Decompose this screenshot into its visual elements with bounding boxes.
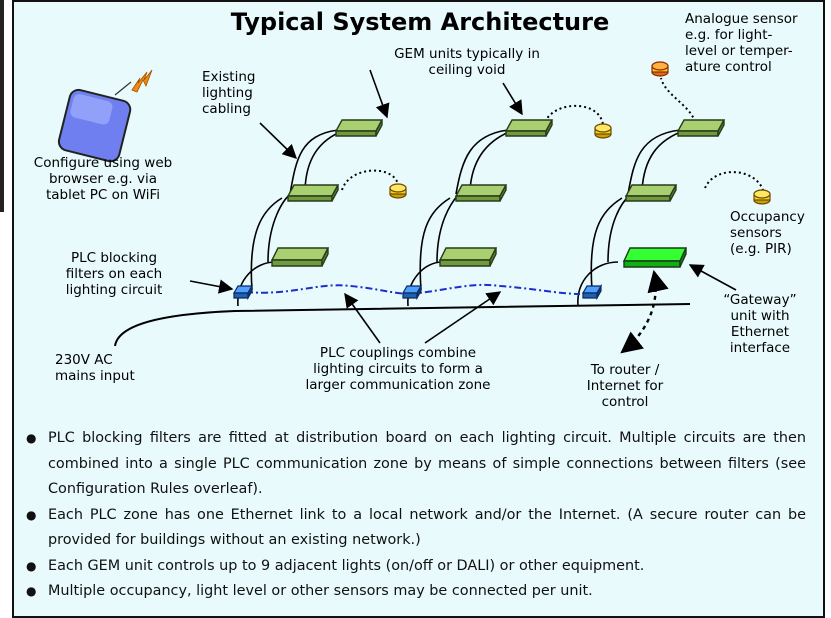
lighting-cabling: [237, 129, 687, 307]
label-gateway: “Gateway” unit with Ethernet interface: [723, 292, 797, 356]
router-link: [620, 269, 669, 354]
label-router: To router / Internet for control: [586, 362, 664, 410]
label-gem-units: GEM units typically in ceiling void: [394, 46, 540, 78]
list-item: Each PLC zone has one Ethernet link to a…: [26, 503, 806, 554]
list-item: PLC blocking filters are fitted at distr…: [26, 426, 806, 503]
label-configure: Configure using web browser e.g. via tab…: [33, 155, 173, 203]
label-occupancy-sensors: Occupancy sensors (e.g. PIR): [730, 209, 805, 257]
gem-unit-icon: [270, 119, 726, 267]
filter-icon: [232, 283, 603, 301]
notes-list: PLC blocking filters are fitted at distr…: [26, 426, 806, 605]
label-blocking-filters: PLC blocking filters on each lighting ci…: [65, 250, 163, 298]
sensor-icon: [389, 61, 771, 205]
tablet-icon: [57, 88, 132, 163]
mains-cable: [114, 303, 691, 347]
wifi-lightning-icon: [131, 69, 153, 93]
list-item: Multiple occupancy, light level or other…: [26, 579, 806, 605]
gateway-unit-icon: [622, 247, 688, 268]
sensor-links: [341, 77, 764, 191]
architecture-diagram: [57, 61, 771, 354]
label-analogue-sensor: Analogue sensor e.g. for light- level or…: [685, 11, 798, 75]
label-mains-input: 230V AC mains input: [55, 352, 135, 384]
annotation-arrows: [189, 69, 737, 344]
label-existing-cabling: Existing lighting cabling: [202, 69, 256, 117]
diagram-title: Typical System Architecture: [230, 8, 610, 36]
left-edge-bar: [0, 0, 4, 212]
list-item: Each GEM unit controls up to 9 adjacent …: [26, 554, 806, 580]
label-plc-couplings: PLC couplings combine lighting circuits …: [305, 345, 491, 393]
